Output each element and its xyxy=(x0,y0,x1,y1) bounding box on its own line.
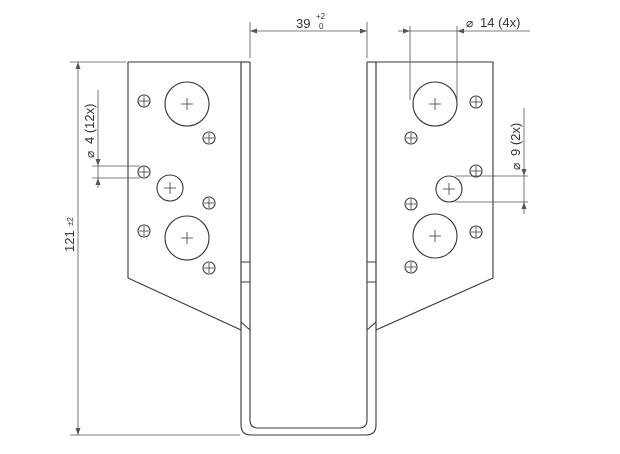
width-tol-upper: +2 xyxy=(316,12,326,21)
large-hole-symbol: ⌀ xyxy=(466,16,473,30)
width-value: 39 xyxy=(296,16,310,31)
holes xyxy=(137,81,483,275)
hole-large xyxy=(164,215,210,261)
small-hole-label: 4 (12x) xyxy=(82,104,97,144)
hole-large xyxy=(164,81,210,127)
large-hole-dimension: ⌀ 14 (4x) xyxy=(398,15,530,100)
bracket-outline xyxy=(127,61,494,436)
height-dimension: 121 ±2 xyxy=(62,61,240,436)
u-channel-inner xyxy=(249,62,368,429)
width-tol-lower: 0 xyxy=(319,22,324,31)
medium-hole-label: 9 (2x) xyxy=(508,123,523,156)
hole-small xyxy=(404,131,418,145)
hole-medium xyxy=(156,174,184,202)
hole-medium xyxy=(435,175,463,203)
hole-small xyxy=(404,260,418,274)
hole-small xyxy=(137,224,151,238)
u-channel-outer xyxy=(240,62,377,436)
hole-small xyxy=(469,225,483,239)
hole-small xyxy=(404,197,418,211)
right-fold-mark xyxy=(366,261,377,331)
hole-large xyxy=(412,81,458,127)
height-tol: ±2 xyxy=(66,217,75,226)
hole-small xyxy=(202,196,216,210)
width-dimension: 39 +2 0 xyxy=(249,12,368,58)
small-hole-dimension: ⌀ 4 (12x) xyxy=(82,90,140,188)
hole-small xyxy=(469,95,483,109)
medium-hole-symbol: ⌀ xyxy=(509,163,523,170)
left-fold-mark xyxy=(240,261,251,331)
hole-large xyxy=(412,213,458,259)
hole-small xyxy=(469,164,483,178)
hole-small xyxy=(137,94,151,108)
medium-hole-dimension: ⌀ 9 (2x) xyxy=(455,108,528,214)
small-hole-symbol: ⌀ xyxy=(83,151,97,158)
large-hole-label: 14 (4x) xyxy=(480,15,520,30)
hole-small xyxy=(137,165,151,179)
height-value: 121 xyxy=(62,230,77,252)
hole-small xyxy=(202,261,216,275)
hole-small xyxy=(202,131,216,145)
